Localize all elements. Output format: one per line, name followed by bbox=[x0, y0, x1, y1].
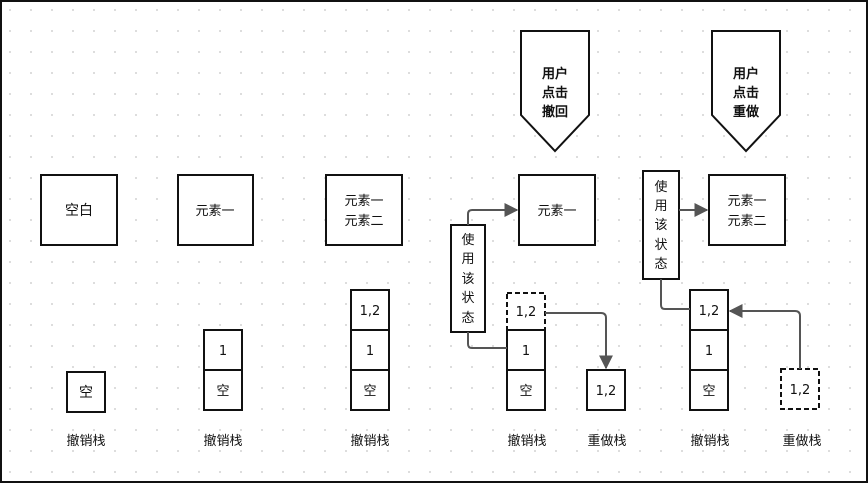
stack-cell bbox=[203, 329, 243, 371]
connector-stack-to-use bbox=[467, 332, 507, 349]
state-box bbox=[325, 174, 403, 246]
ghost-redo-cell bbox=[780, 368, 820, 410]
use-state-char: 态 bbox=[654, 257, 667, 272]
column-3: 元素一 元素二 1,2 1 空 撤销栈 bbox=[325, 174, 403, 449]
state-box bbox=[177, 174, 254, 246]
stack-cell bbox=[66, 371, 106, 413]
use-state-box bbox=[642, 170, 680, 280]
banner-line-1: 用户 bbox=[732, 66, 759, 82]
stack-cell bbox=[506, 369, 546, 411]
use-state-char: 态 bbox=[461, 311, 474, 326]
stack-cell bbox=[203, 369, 243, 411]
use-state-char: 使 bbox=[654, 179, 667, 195]
user-action-banner bbox=[520, 30, 590, 153]
banner-line-3: 撤回 bbox=[542, 104, 568, 120]
use-state-char: 状 bbox=[654, 238, 667, 253]
redo-stack-cell bbox=[586, 369, 626, 411]
undo-stack-label: 撤销栈 bbox=[690, 433, 729, 449]
arrow-pop-to-redo bbox=[545, 312, 613, 370]
redo-stack-label: 重做栈 bbox=[782, 433, 821, 449]
state-text-line-2: 元素二 bbox=[344, 214, 383, 229]
use-state-char: 使 bbox=[461, 232, 474, 248]
stack-cell-text: 空 bbox=[216, 384, 229, 399]
state-box bbox=[40, 174, 118, 246]
state-text: 空白 bbox=[65, 203, 93, 219]
undo-stack-label: 撤销栈 bbox=[350, 433, 389, 449]
use-state-char: 状 bbox=[461, 291, 474, 306]
ghost-redo-cell-text: 1,2 bbox=[790, 383, 811, 398]
stack-cell-text: 空 bbox=[702, 384, 715, 399]
redo-stack-label: 重做栈 bbox=[587, 433, 626, 449]
state-text: 元素一 bbox=[195, 204, 234, 219]
stack-cell-text: 1 bbox=[219, 344, 227, 359]
state-text: 元素一 bbox=[537, 204, 576, 219]
stack-cell-text: 空 bbox=[79, 385, 93, 401]
stack-cell bbox=[689, 369, 729, 411]
stack-cell bbox=[350, 329, 390, 371]
stack-cell-text: 1 bbox=[705, 344, 713, 359]
state-text-line-1: 元素一 bbox=[727, 194, 766, 209]
ghost-stack-cell bbox=[506, 292, 546, 331]
state-box bbox=[708, 174, 786, 246]
connector-stack-to-use bbox=[660, 279, 690, 310]
state-text-line-1: 元素一 bbox=[344, 194, 383, 209]
arrow-use-to-state bbox=[467, 203, 519, 225]
column-1: 空白 空 撤销栈 bbox=[40, 174, 118, 449]
stack-cell-text: 1,2 bbox=[699, 304, 720, 319]
undo-stack-label: 撤销栈 bbox=[203, 433, 242, 449]
stack-cell bbox=[350, 289, 390, 331]
stack-cell-text: 1 bbox=[522, 344, 530, 359]
redo-stack-cell-text: 1,2 bbox=[596, 384, 617, 399]
use-state-char: 该 bbox=[461, 272, 474, 287]
column-5-redo: 用户 点击 重做 元素一 元素二 使 用 该 状 态 1,2 1 空 1,2 撤… bbox=[642, 30, 822, 449]
banner-line-2: 点击 bbox=[733, 85, 759, 101]
use-state-char: 用 bbox=[461, 252, 474, 267]
undo-stack-label: 撤销栈 bbox=[507, 433, 546, 449]
banner-line-1: 用户 bbox=[541, 66, 568, 82]
stack-cell-text: 空 bbox=[519, 384, 532, 399]
ghost-stack-cell-text: 1,2 bbox=[516, 305, 537, 320]
stack-cell-text: 1,2 bbox=[360, 304, 381, 319]
stack-cell-text: 1 bbox=[366, 344, 374, 359]
column-2: 元素一 1 空 撤销栈 bbox=[177, 174, 254, 449]
user-action-banner bbox=[711, 30, 781, 153]
banner-line-3: 重做 bbox=[733, 104, 759, 120]
state-text-line-2: 元素二 bbox=[727, 214, 766, 229]
use-state-char: 用 bbox=[654, 199, 667, 214]
stack-cell-text: 空 bbox=[363, 384, 376, 399]
column-4-undo: 用户 点击 撤回 元素一 使 用 该 状 态 1,2 1 空 1,2 撤销栈 重… bbox=[450, 30, 627, 449]
stack-cell bbox=[350, 369, 390, 411]
use-state-char: 该 bbox=[654, 218, 667, 233]
undo-stack-label: 撤销栈 bbox=[66, 433, 105, 449]
banner-line-2: 点击 bbox=[542, 85, 568, 101]
state-box bbox=[518, 174, 596, 246]
arrow-redo-to-stack bbox=[728, 304, 801, 369]
